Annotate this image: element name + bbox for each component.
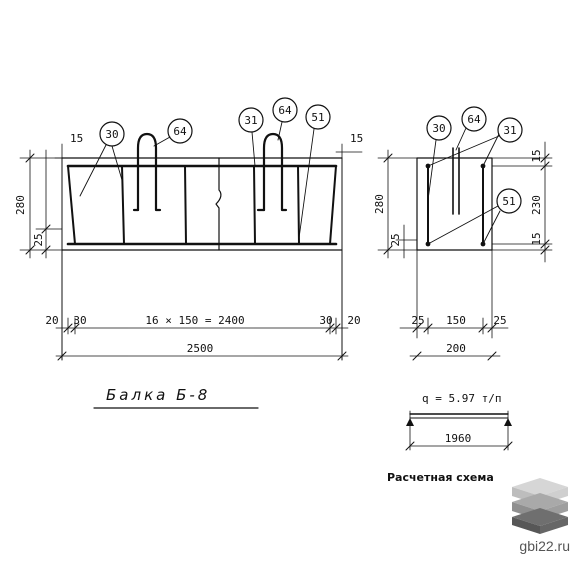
top-cover-left: 15 bbox=[70, 132, 83, 145]
scheme-label: Расчетная схема bbox=[387, 471, 494, 484]
section-right-dimensions: 15 230 15 bbox=[491, 141, 553, 263]
callout-64-right: 64 bbox=[272, 97, 298, 141]
left-offset-a: 20 bbox=[45, 314, 58, 327]
watermark-logo bbox=[512, 478, 568, 534]
section-callout-64: 64 bbox=[455, 106, 487, 151]
total-length-dimension: 2500 bbox=[55, 342, 349, 361]
section-width-dimensions: 25 150 25 200 bbox=[399, 314, 509, 361]
section-width: 200 bbox=[446, 342, 466, 355]
callout-64-left: 64 bbox=[153, 118, 193, 147]
section-callout-64-label: 64 bbox=[467, 113, 481, 126]
section-bottom: 15 bbox=[530, 232, 543, 245]
beam-outline bbox=[61, 157, 343, 361]
section-callout-31: 31 bbox=[427, 117, 523, 167]
front-view: 30 64 31 64 51 15 bbox=[14, 97, 363, 361]
section-callout-51: 51 bbox=[427, 188, 522, 245]
load-value: q = 5.97 т/п bbox=[422, 392, 501, 405]
total-length: 2500 bbox=[187, 342, 214, 355]
watermark-text: gbi22.ru bbox=[519, 538, 570, 554]
front-height: 280 bbox=[14, 195, 27, 215]
break-line bbox=[215, 157, 222, 251]
spacing-dimension: 20 30 16 × 150 = 2400 30 20 bbox=[45, 314, 361, 335]
longitudinal-rebars bbox=[66, 164, 338, 246]
left-offset-b: 30 bbox=[73, 314, 86, 327]
section-middle: 230 bbox=[530, 195, 543, 215]
beam-title: Балка Б-8 bbox=[106, 386, 210, 404]
right-offset-b: 20 bbox=[347, 314, 360, 327]
callout-64-right-label: 64 bbox=[278, 104, 292, 117]
callout-31: 31 bbox=[238, 107, 264, 167]
section-callout-30-label: 30 bbox=[432, 122, 445, 135]
callout-64-left-label: 64 bbox=[173, 125, 187, 138]
callout-30-label: 30 bbox=[105, 128, 118, 141]
lifting-loop-right bbox=[256, 132, 288, 212]
section-callout-31-label: 31 bbox=[503, 124, 516, 137]
section-outline bbox=[416, 157, 493, 251]
section-top: 15 bbox=[530, 149, 543, 162]
section-left-cover: 25 bbox=[411, 314, 424, 327]
section-view: 30 64 31 51 280 bbox=[373, 106, 553, 361]
stirrup-spacing: 16 × 150 = 2400 bbox=[145, 314, 244, 327]
callout-51-label: 51 bbox=[311, 111, 324, 124]
callout-51: 51 bbox=[298, 104, 331, 239]
load-span: 1960 bbox=[445, 432, 472, 445]
section-bottom-left: 25 bbox=[389, 233, 402, 246]
stirrups bbox=[121, 165, 300, 245]
top-cover-dimension: 15 15 bbox=[54, 132, 363, 171]
section-inner-width: 150 bbox=[446, 314, 466, 327]
callout-31-label: 31 bbox=[244, 114, 257, 127]
section-callout-51-label: 51 bbox=[502, 195, 515, 208]
lifting-loop-left bbox=[132, 132, 162, 212]
callout-30: 30 bbox=[79, 121, 125, 197]
section-height: 280 bbox=[373, 194, 386, 214]
drawing-title: Балка Б-8 bbox=[93, 386, 259, 409]
section-right-cover: 25 bbox=[493, 314, 506, 327]
section-height-dimension: 280 25 bbox=[373, 149, 418, 259]
height-dimension: 280 25 bbox=[14, 149, 63, 259]
top-cover-right: 15 bbox=[350, 132, 363, 145]
front-bottom-cover: 25 bbox=[32, 233, 45, 246]
load-scheme: q = 5.97 т/п 1960 Расчетная схема bbox=[387, 392, 513, 484]
section-callout-30: 30 bbox=[426, 115, 452, 201]
right-offset-a: 30 bbox=[319, 314, 332, 327]
